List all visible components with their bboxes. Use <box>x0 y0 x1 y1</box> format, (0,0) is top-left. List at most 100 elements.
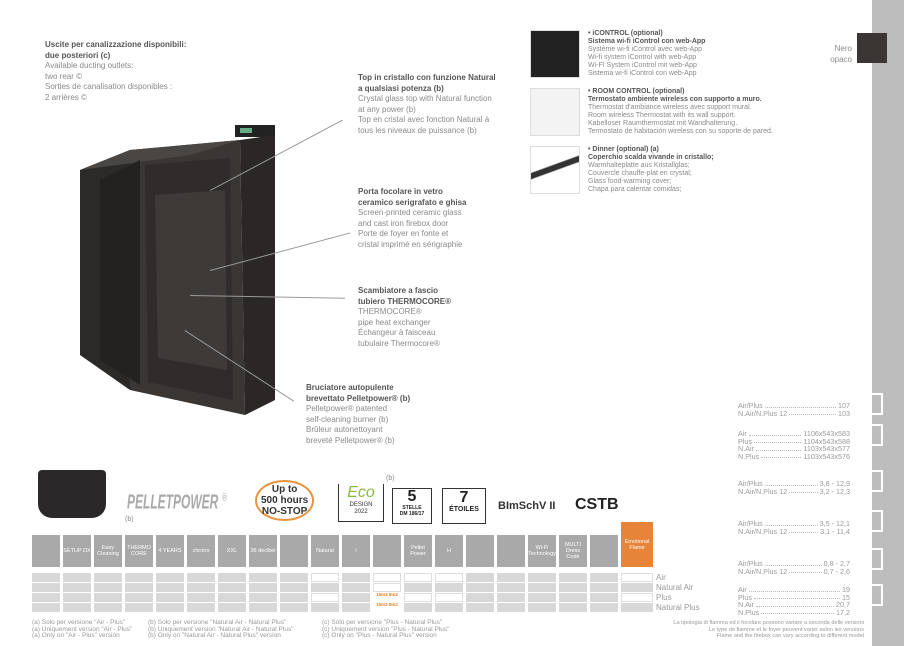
grid-cell <box>32 583 60 592</box>
feature-icon-6: chrono <box>187 535 215 567</box>
grid-cell <box>249 573 277 582</box>
spec-value: 1103x543x577 <box>803 444 850 453</box>
grid-cell <box>280 573 308 582</box>
grid-cell <box>280 593 308 602</box>
spec-label: Air <box>738 585 747 594</box>
spec-label: Air/Plus <box>738 519 763 528</box>
grid-cell <box>466 573 494 582</box>
bimschv-badge: BImSchV II <box>498 500 556 512</box>
burner-image <box>38 470 106 518</box>
color-swatch <box>857 33 887 63</box>
grid-cell <box>125 593 153 602</box>
option-room-control: • ROOM CONTROL (optional)Termostato ambi… <box>530 88 773 136</box>
spec-label: N.Air/N.Plus 12 <box>738 486 788 496</box>
spec-row: Air/Plus 0,8 - 2,7 <box>738 560 850 568</box>
grid-cell <box>590 603 618 612</box>
grid-cell <box>528 573 556 582</box>
spec-value: 3,2 - 12,3 <box>819 486 850 496</box>
pelletpower-logo: PELLETPOWER® <box>127 491 227 514</box>
ducting-text: Sorties de canalisation disponibles : <box>45 82 173 91</box>
house-icon <box>861 393 883 415</box>
grid-cell <box>528 583 556 592</box>
spec-label: Air/Plus <box>738 401 763 410</box>
grid-row-label: Natural Air <box>656 583 694 592</box>
spec-value: 20,7 <box>836 600 850 609</box>
stelle-note: (b) <box>386 475 395 482</box>
grid-cell <box>528 593 556 602</box>
dinner-plate-image <box>530 146 580 194</box>
grid-cell <box>342 573 370 582</box>
spec-label: N.Air <box>738 444 754 453</box>
spec-label: N.Plus <box>738 607 760 617</box>
grid-cell <box>404 583 432 592</box>
spec-value: 0,7 - 2,6 <box>823 566 850 576</box>
grid-cell <box>559 603 587 612</box>
grid-row-label: Natural Plus <box>656 603 700 612</box>
feature-icon-15 <box>466 535 494 567</box>
spec-value: 3,5 - 12,1 <box>819 519 850 528</box>
spec-value: 103 <box>838 408 850 418</box>
grid-cell <box>528 603 556 612</box>
grid-cell <box>621 603 653 612</box>
grid-cell <box>342 593 370 602</box>
feature-icon-8: 36 decibel <box>249 535 277 567</box>
grid-cell <box>466 583 494 592</box>
grid-cell <box>156 603 184 612</box>
pelletpower-note: (b) <box>125 516 134 523</box>
grid-cell <box>218 593 246 602</box>
grid-cell <box>63 593 91 602</box>
ducting-text: 2 arrières © <box>45 92 87 102</box>
grid-cell <box>187 603 215 612</box>
pellet-icon <box>861 548 883 570</box>
grid-cell <box>218 583 246 592</box>
grid-cell <box>497 573 525 582</box>
grid-cell <box>404 573 432 582</box>
spec-label: N.Air/N.Plus 12 <box>738 526 788 536</box>
spec-value: 1106x543x583 <box>803 429 850 438</box>
spec-row: Air/Plus 3,5 - 12,1 <box>738 520 850 528</box>
spec-label: Air/Plus <box>738 559 763 568</box>
grid-cell <box>621 583 653 592</box>
spec-label: Air <box>738 429 747 438</box>
grid-cell <box>311 603 339 612</box>
grid-cell <box>559 583 587 592</box>
grid-cell <box>280 603 308 612</box>
kw-nom--icon <box>861 510 883 532</box>
spec-value: 1103x543x576 <box>803 451 850 461</box>
grid-cell <box>249 603 277 612</box>
spec-label: Plus <box>738 436 752 446</box>
options-list: • iCONTROL (optional)Sistema wi-fi iCont… <box>530 30 773 194</box>
grid-cell <box>342 583 370 592</box>
grid-cell <box>249 593 277 602</box>
feature-icon-18: MULTI Dress Code <box>559 535 587 567</box>
grid-cell <box>187 583 215 592</box>
feature-icon-4: THERMO CORE <box>125 535 153 567</box>
grid-cell <box>125 583 153 592</box>
cstb-badge: CSTB <box>575 496 619 513</box>
ducting-text: two rear © <box>45 71 83 81</box>
grid-cell <box>590 583 618 592</box>
grid-cell <box>497 603 525 612</box>
grid-cell <box>342 603 370 612</box>
grid-cell <box>94 573 122 582</box>
spec-value: 17,2 <box>836 607 850 617</box>
color-finish: opaco <box>830 54 852 64</box>
spec-value: 0,8 - 2,7 <box>823 559 850 568</box>
grid-cell <box>94 593 122 602</box>
thermostat-image <box>530 88 580 136</box>
feature-icon-1 <box>32 535 60 567</box>
feature-icon-19 <box>590 535 618 567</box>
grid-cell <box>125 603 153 612</box>
